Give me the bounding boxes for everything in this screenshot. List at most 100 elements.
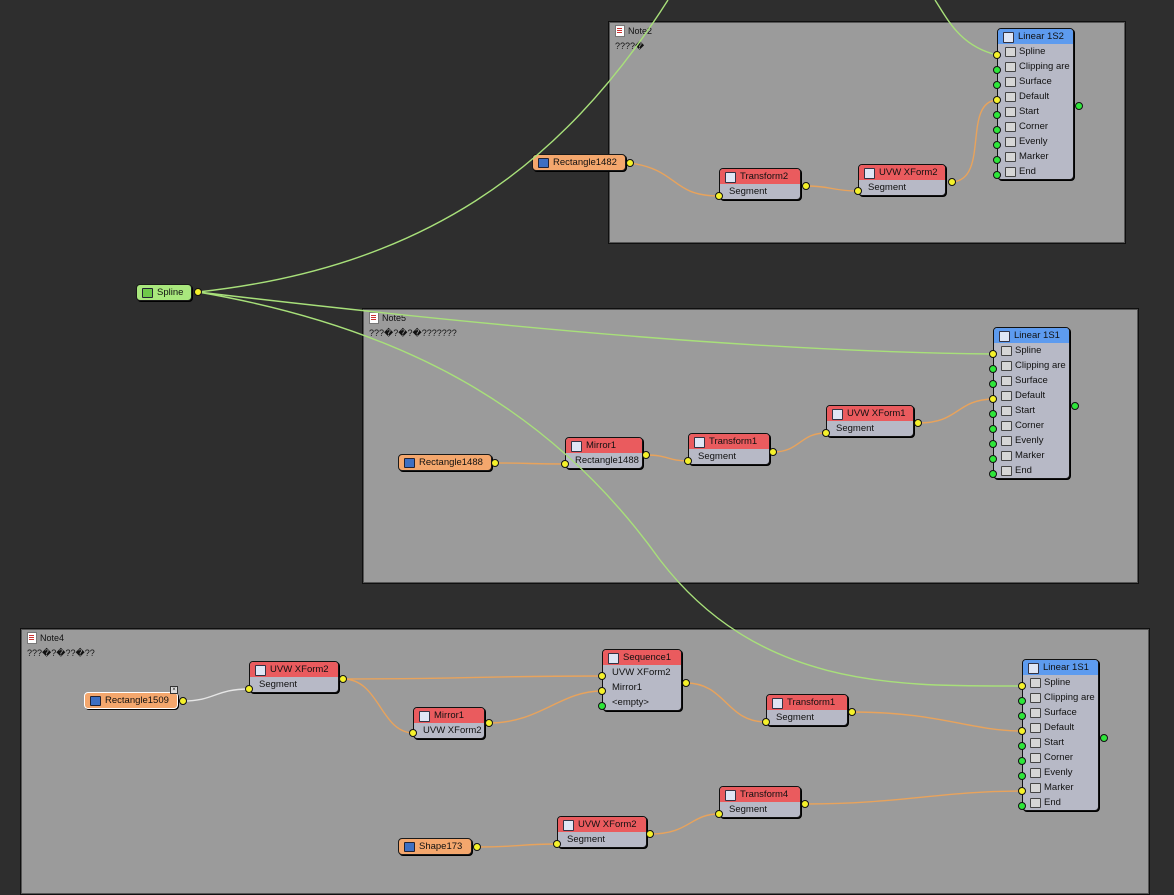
output-pin[interactable]: [682, 679, 690, 687]
input-pin[interactable]: [993, 141, 1001, 149]
input-pin[interactable]: [993, 156, 1001, 164]
output-pin[interactable]: [848, 708, 856, 716]
uvw-xform2-node[interactable]: UVW XForm2 Segment: [249, 661, 339, 693]
corner-icon: [1005, 122, 1016, 132]
transform-icon: [725, 172, 736, 183]
shape173-node[interactable]: Shape173: [398, 838, 472, 855]
node-header: UVW XForm1: [827, 406, 913, 421]
output-pin[interactable]: [339, 675, 347, 683]
input-label: Surface: [1044, 707, 1077, 718]
rectangle1509-node[interactable]: Rectangle1509 ×: [84, 686, 178, 709]
surface-icon: [1005, 77, 1016, 87]
output-pin[interactable]: [485, 719, 493, 727]
transform2-node[interactable]: Transform2 Segment: [719, 168, 801, 200]
input-pin[interactable]: [1018, 787, 1026, 795]
node-title: Linear 1S2: [1018, 31, 1064, 42]
node-header: Transform4: [720, 787, 800, 802]
output-pin[interactable]: [1100, 734, 1108, 742]
note-4[interactable]: Note4 ???�?�??�??: [20, 628, 1150, 895]
input-pin[interactable]: [409, 729, 417, 737]
output-pin[interactable]: [179, 697, 187, 705]
rectangle1482-node[interactable]: Rectangle1482: [532, 154, 626, 171]
sequence1-node[interactable]: Sequence1 UVW XForm2 Mirror1 <empty>: [602, 649, 682, 711]
input-pin[interactable]: [1018, 742, 1026, 750]
output-pin[interactable]: [491, 459, 499, 467]
input-pin[interactable]: [598, 687, 606, 695]
input-pin[interactable]: [989, 350, 997, 358]
mirror1-node[interactable]: Mirror1 UVW XForm2: [413, 707, 485, 739]
mirror1-node[interactable]: Mirror1 Rectangle1488: [565, 437, 643, 469]
input-pin[interactable]: [989, 440, 997, 448]
input-pin[interactable]: [1018, 697, 1026, 705]
uvw-xform2-node[interactable]: UVW XForm2 Segment: [858, 164, 946, 196]
input-pin[interactable]: [993, 96, 1001, 104]
output-pin[interactable]: [626, 159, 634, 167]
input-pin[interactable]: [1018, 802, 1026, 810]
input-label: Start: [1015, 405, 1036, 416]
output-pin[interactable]: [642, 451, 650, 459]
transform1-node[interactable]: Transform1 Segment: [688, 433, 770, 465]
node-header: Linear 1S2: [998, 29, 1073, 44]
input-pin[interactable]: [854, 187, 862, 195]
close-icon[interactable]: ×: [170, 686, 178, 694]
output-pin[interactable]: [914, 419, 922, 427]
input-pin[interactable]: [1018, 727, 1026, 735]
input-pin[interactable]: [762, 718, 770, 726]
input-pin[interactable]: [989, 470, 997, 478]
output-pin[interactable]: [769, 448, 777, 456]
input-pin[interactable]: [989, 410, 997, 418]
input-pin[interactable]: [993, 171, 1001, 179]
uvw-xform1-node[interactable]: UVW XForm1 Segment: [826, 405, 914, 437]
input-pin[interactable]: [715, 192, 723, 200]
input-pin[interactable]: [993, 51, 1001, 59]
spline-source-node[interactable]: Spline: [136, 284, 192, 301]
input-label: Corner: [1044, 752, 1074, 763]
input-pin[interactable]: [245, 685, 253, 693]
input-pin[interactable]: [598, 672, 606, 680]
input-pin[interactable]: [1018, 757, 1026, 765]
linear-1s2-node[interactable]: Linear 1S2 Spline Clipping are Surface D…: [997, 28, 1074, 180]
input-pin[interactable]: [553, 840, 561, 848]
uvw-icon: [255, 665, 266, 676]
input-pin[interactable]: [993, 66, 1001, 74]
input-pin[interactable]: [989, 425, 997, 433]
uvw-xform2-node[interactable]: UVW XForm2 Segment: [557, 816, 647, 848]
transform1-node[interactable]: Transform1 Segment: [766, 694, 848, 726]
input-pin[interactable]: [989, 380, 997, 388]
input-pin[interactable]: [993, 111, 1001, 119]
input-pin[interactable]: [989, 395, 997, 403]
input-pin[interactable]: [561, 460, 569, 468]
input-pin[interactable]: [989, 455, 997, 463]
output-pin[interactable]: [473, 843, 481, 851]
output-pin[interactable]: [194, 288, 202, 296]
output-pin[interactable]: [948, 178, 956, 186]
transform4-node[interactable]: Transform4 Segment: [719, 786, 801, 818]
mirror-icon: [571, 441, 582, 452]
node-label: Shape173: [419, 841, 463, 852]
input-clipping: Clipping are: [998, 59, 1073, 74]
input-pin[interactable]: [598, 702, 606, 710]
input-pin[interactable]: [1018, 682, 1026, 690]
input-pin[interactable]: [1018, 772, 1026, 780]
input-pin[interactable]: [1018, 712, 1026, 720]
output-pin[interactable]: [801, 800, 809, 808]
input-default: Default: [998, 89, 1073, 104]
output-pin[interactable]: [1071, 402, 1079, 410]
output-pin[interactable]: [1075, 102, 1083, 110]
output-pin[interactable]: [802, 182, 810, 190]
rectangle1488-node[interactable]: Rectangle1488: [398, 454, 492, 471]
input-pin[interactable]: [715, 810, 723, 818]
linear-1s1-node[interactable]: Linear 1S1 Spline Clipping are Surface D…: [1022, 659, 1099, 811]
output-pin[interactable]: [646, 830, 654, 838]
end-icon: [1005, 167, 1016, 177]
input-pin[interactable]: [822, 429, 830, 437]
node-title: Linear 1S1: [1014, 330, 1060, 341]
node-input: Segment: [868, 182, 907, 193]
input-pin[interactable]: [993, 126, 1001, 134]
linear-1s1-node[interactable]: Linear 1S1 Spline Clipping are Surface D…: [993, 327, 1070, 479]
input-spline: Spline: [998, 44, 1073, 59]
input-pin[interactable]: [993, 81, 1001, 89]
input-pin[interactable]: [989, 365, 997, 373]
input-pin[interactable]: [684, 457, 692, 465]
